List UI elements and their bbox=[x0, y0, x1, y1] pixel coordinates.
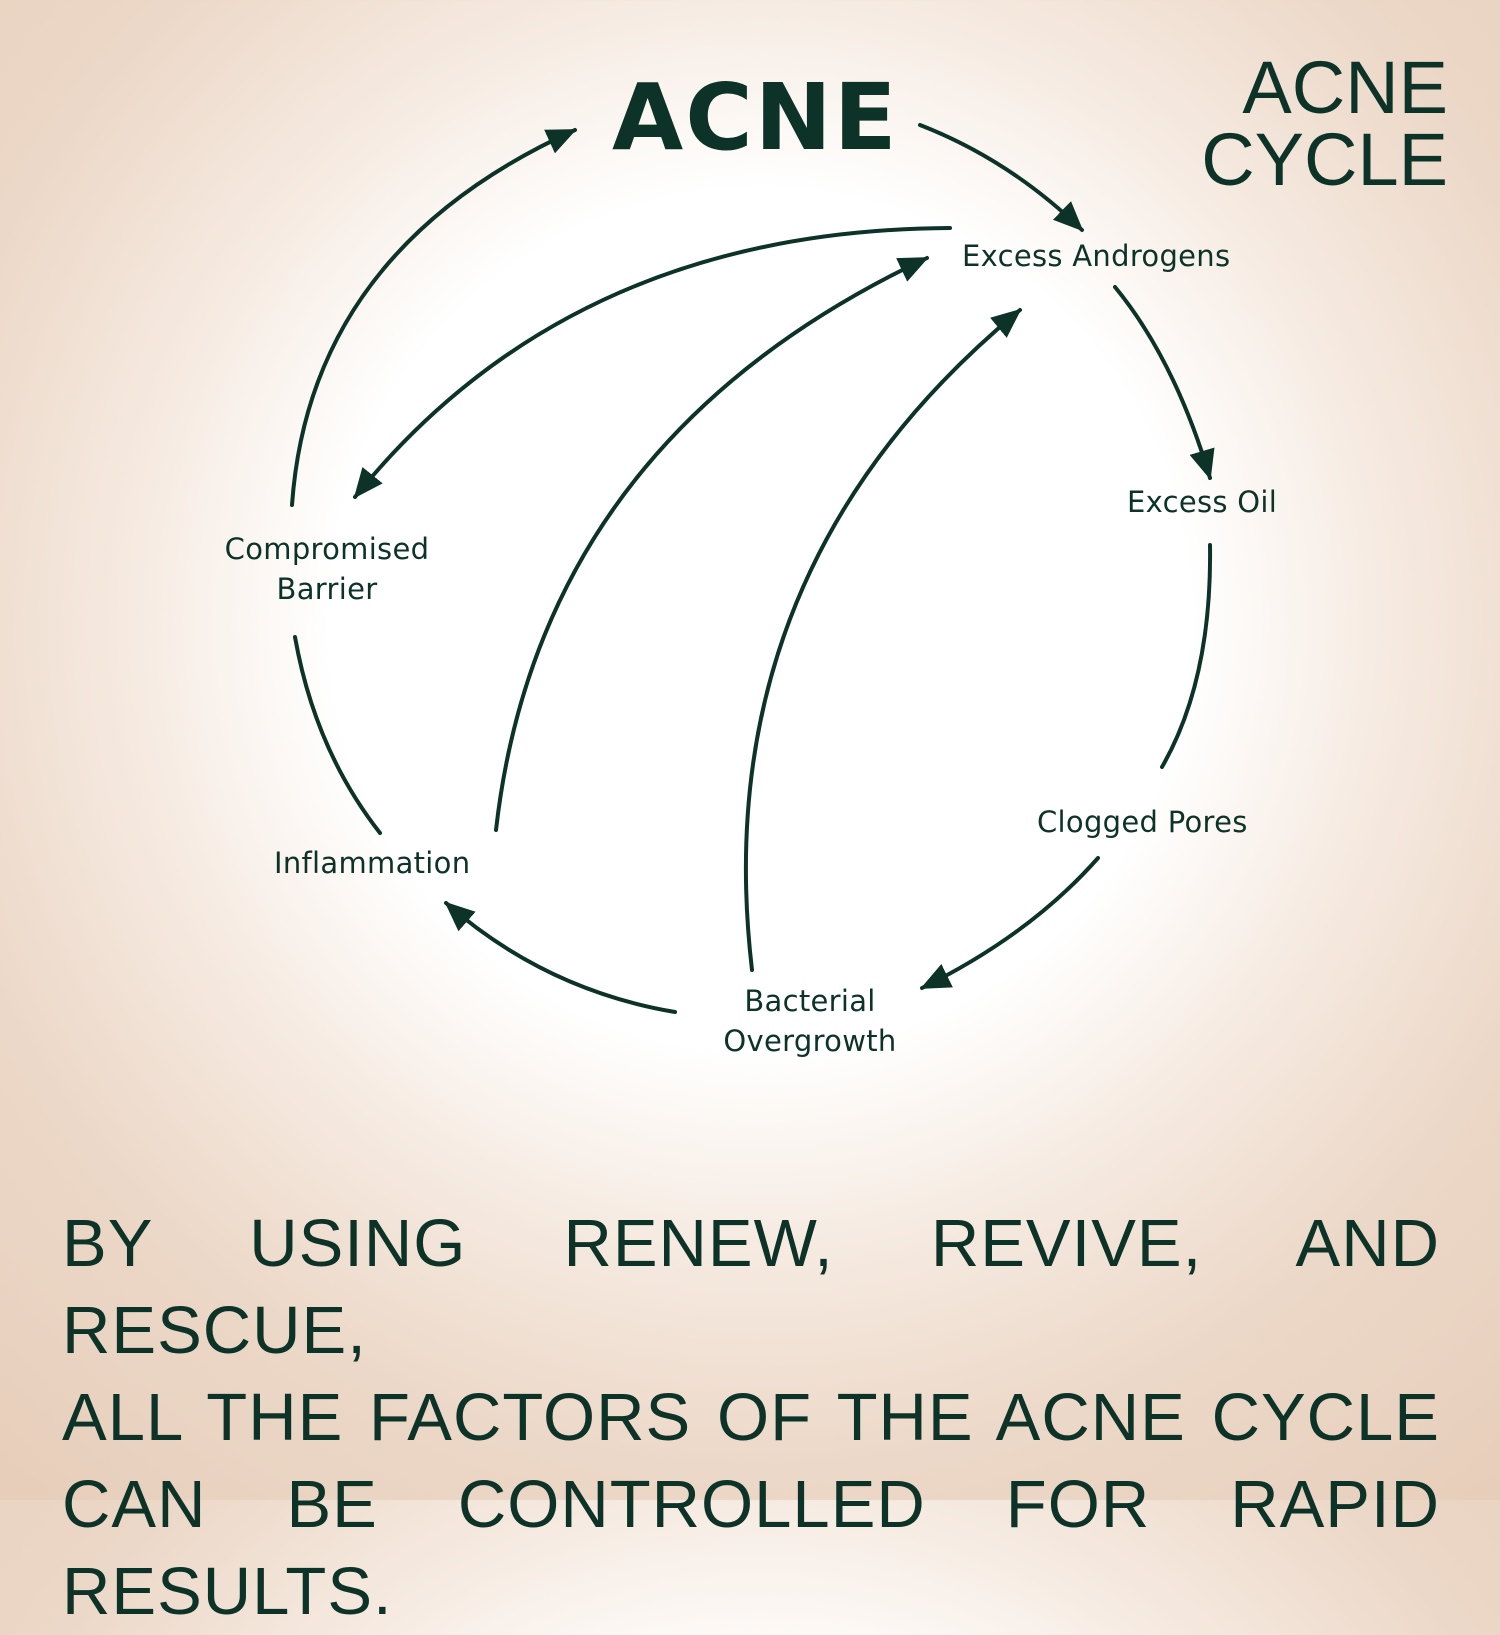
node-inflammation: Inflammation bbox=[274, 846, 471, 880]
node-bacterial-overgrowth: Bacterial Overgrowth bbox=[700, 981, 920, 1061]
cycle-arrows bbox=[290, 123, 1215, 1014]
title-line-1: ACNE bbox=[1242, 46, 1448, 129]
arrow-bacterial-to-androgens bbox=[743, 308, 1022, 972]
footer-line-3: CAN BE CONTROLLED FOR RAPID RESULTS. bbox=[62, 1467, 1440, 1629]
arrow-barrier-to-acne bbox=[290, 128, 577, 507]
arrow-androgens-to-oil bbox=[1113, 285, 1215, 480]
node-label-line: Overgrowth bbox=[723, 1024, 897, 1058]
footer-line-1: BY USING RENEW, REVIVE, AND RESCUE, bbox=[62, 1206, 1440, 1368]
line-inflammation-to-barrier bbox=[293, 635, 382, 835]
node-compromised-barrier: Compromised Barrier bbox=[197, 529, 457, 609]
footer-line-2: ALL THE FACTORS OF THE ACNE CYCLE bbox=[62, 1380, 1440, 1455]
node-label-line: Barrier bbox=[276, 572, 378, 606]
node-excess-androgens: Excess Androgens bbox=[962, 239, 1231, 273]
node-excess-oil: Excess Oil bbox=[1127, 485, 1278, 519]
arrow-inflammation-to-androgens bbox=[494, 256, 929, 832]
arrow-bacterial-to-inflammation bbox=[444, 901, 677, 1014]
center-label-acne: ACNE bbox=[612, 64, 899, 171]
arrow-pores-to-bacterial bbox=[920, 856, 1100, 990]
title-line-2: CYCLE bbox=[1201, 118, 1448, 201]
line-oil-to-pores bbox=[1160, 543, 1213, 769]
footer-statement: BY USING RENEW, REVIVE, AND RESCUE, ALL … bbox=[62, 1200, 1440, 1635]
node-clogged-pores: Clogged Pores bbox=[1037, 805, 1248, 839]
node-label-line: Compromised bbox=[224, 532, 430, 566]
page-title: ACNE CYCLE bbox=[1201, 46, 1448, 201]
arrow-acne-to-androgens bbox=[918, 123, 1084, 232]
node-label-line: Bacterial bbox=[744, 984, 876, 1018]
arrow-androgens-to-barrier bbox=[353, 226, 952, 499]
